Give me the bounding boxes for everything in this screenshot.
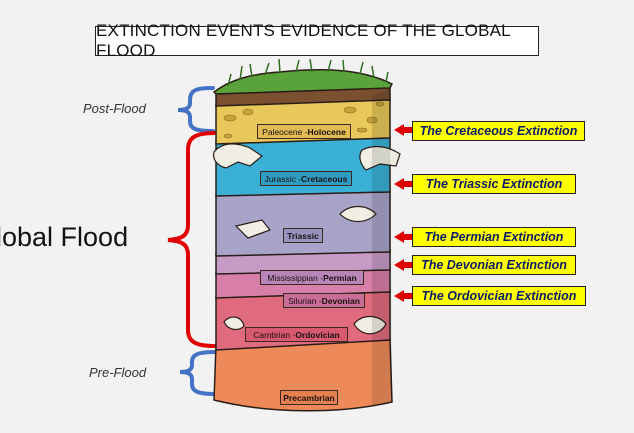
layer-precambrian [213, 339, 393, 412]
column-shadow [372, 88, 392, 406]
fossil-icons [213, 143, 401, 335]
layer-label-triassic: Triassic [283, 228, 323, 243]
global-flood-label: lobal Flood [0, 222, 129, 252]
trilobite-fossil-icon [353, 315, 387, 335]
arrow-triassic [394, 178, 412, 190]
shell-fossil-icon [223, 316, 245, 331]
fish-fossil-icon [339, 205, 377, 223]
skeleton-fossil-icon [234, 219, 271, 239]
extinction-cretaceous: The Cretaceous Extinction [412, 121, 585, 141]
diagram-title: EXTINCTION EVENTS EVIDENCE OF THE GLOBAL… [95, 21, 539, 60]
pre-flood-bracket [179, 350, 218, 396]
layer-label-precambrian: Precambrian [280, 390, 338, 405]
global-flood-bracket [167, 131, 217, 348]
extinction-devonian: The Devonian Extinction [412, 255, 576, 275]
layer-label-devonian: Silurian - Devonian [283, 293, 365, 308]
post-flood-bracket [177, 86, 215, 133]
extinction-ordovician: The Ordovician Extinction [412, 286, 586, 306]
layer-label-permian: Mississippian - Permian [260, 270, 364, 285]
layer-label-holocene: Paleocene - Holocene [257, 124, 351, 139]
arrow-ordovician [394, 290, 412, 302]
arrow-cretaceous [394, 124, 412, 136]
post-flood-label: Post-Flood [83, 101, 146, 116]
pre-flood-label: Pre-Flood [89, 365, 147, 380]
grass-blades [227, 58, 389, 87]
dinosaur-skull-right-icon [359, 145, 401, 171]
extinction-arrows [394, 124, 412, 302]
extinction-permian: The Permian Extinction [412, 227, 576, 247]
arrow-permian [394, 231, 412, 243]
rock-column [212, 69, 394, 412]
layer-label-cretaceous: Jurassic - Cretaceous [260, 171, 352, 186]
layer-triassic [215, 189, 391, 257]
dinosaur-skull-icon [213, 143, 264, 169]
layer-label-ordovician: Cambrian - Ordovician [245, 327, 348, 342]
arrow-devonian [394, 259, 412, 271]
extinction-triassic: The Triassic Extinction [412, 174, 576, 194]
